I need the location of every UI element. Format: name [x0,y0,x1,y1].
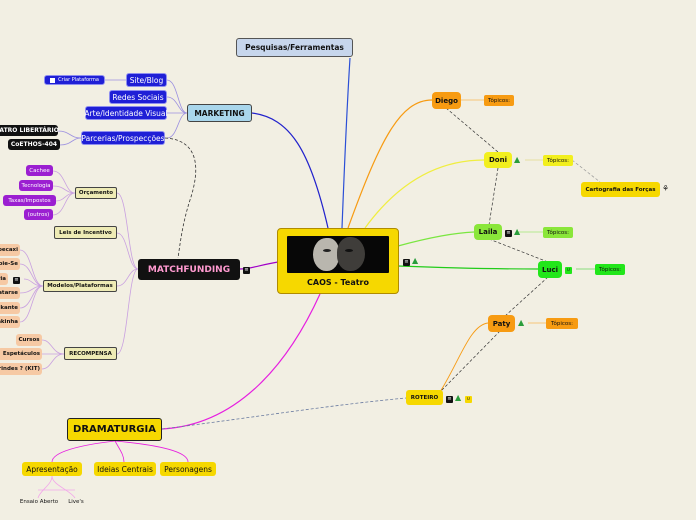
kickante-node[interactable]: Kickante [0,302,20,314]
link-pesquisas [341,57,351,229]
team-icon[interactable]: ⚘ [662,184,670,193]
tecnologia-node[interactable]: Tecnologia [19,180,53,191]
drive-icon[interactable]: ▲ [412,256,419,265]
apoie-se-node[interactable]: Apoie-Se [0,258,20,270]
ensaio-aberto-label: Ensaio Aberto [19,498,59,505]
criar-plataforma-node[interactable]: Criar Plataforma [44,75,105,85]
redes-sociais-node[interactable]: Redes Sociais [109,90,167,104]
diego-node[interactable]: Diego [432,92,461,109]
vakinha-node[interactable]: Vakinha [0,316,20,328]
link-marketing [251,112,329,229]
link-laila [397,231,475,247]
taxas-node[interactable]: Taxas/Impostos [3,195,56,206]
mask-face-left [313,238,339,271]
roteiro-node[interactable]: ROTEIRO [406,390,443,405]
link-luci [397,265,539,270]
cartografia-node[interactable]: Cartografia das Forças [581,182,660,197]
cachee-node[interactable]: Cachee [26,165,53,176]
luci-topicos-tag[interactable]: Tópicos: [595,264,625,275]
mask-face-right [337,237,365,271]
drive-icon[interactable]: ▲ [455,393,462,402]
parcerias-node[interactable]: Parcerias/Prospecções [81,131,165,145]
benfeitoria-node[interactable]: Benfeitoria [0,273,8,285]
notes-icon[interactable]: ≡ [13,277,20,284]
laila-node[interactable]: Laila [474,224,502,240]
doni-node[interactable]: Doni [484,152,512,168]
paty-topicos-tag[interactable]: Tópicos: [546,318,578,329]
cursos-node[interactable]: Cursos [16,334,42,346]
mask-eye [345,249,353,252]
catarse-node[interactable]: Catarse [0,287,20,299]
modelos-node[interactable]: Modelos/Plataformas [43,280,117,292]
doni-topicos-tag[interactable]: Tópicos: [543,155,573,166]
notes-icon[interactable]: ≡ [505,230,512,237]
marketing-node[interactable]: MARKETING [187,104,252,122]
dramaturgia-node[interactable]: DRAMATURGIA [67,418,162,441]
recompensa-node[interactable]: RECOMPENSA [64,347,117,360]
notes-icon[interactable]: ≡ [243,267,250,274]
arte-identidade-node[interactable]: Arte/Identidade Visual [84,106,168,120]
brindes-node[interactable]: Brindes ? (KIT) [0,363,42,375]
ideias-centrais-node[interactable]: Ideias Centrais [94,462,156,476]
site-blog-node[interactable]: Site/Blog [126,73,167,87]
central-node[interactable]: CAOS - Teatro [277,228,399,294]
evoecaxi-node[interactable]: Evoecaxi [0,244,20,256]
notes-icon[interactable]: ≡ [403,259,410,266]
laila-topicos-tag[interactable]: Tópicos: [543,227,573,238]
mask-eye [323,249,331,252]
apresentacao-node[interactable]: Apresentação [22,462,82,476]
pesquisas-node[interactable]: Pesquisas/Ferramentas [236,38,353,57]
diego-topicos-tag[interactable]: Tópicos: [484,95,514,106]
notes-icon[interactable]: ≡ [446,396,453,403]
link-doni [364,159,485,229]
teatro-libertario-node[interactable]: TEATRO LIBERTÁRIO [0,125,59,136]
espetaculos-node[interactable]: Espetáculos [0,348,42,360]
theater-image [287,236,389,273]
outros-node[interactable]: (outros) [24,209,53,220]
link-icon[interactable]: ∪ [565,267,572,274]
link-icon[interactable]: ∪ [465,396,472,403]
matchfunding-node[interactable]: MATCHFUNDING [138,259,240,280]
leis-incentivo-node[interactable]: Leis de Incentivo [54,226,117,239]
drive-icon[interactable]: ▲ [514,227,521,236]
lives-label: Live's [68,498,84,505]
central-title: CAOS - Teatro [307,278,369,287]
link-diego [347,99,433,229]
link-matchfunding [239,261,279,270]
drive-icon[interactable]: ▲ [518,318,525,327]
drive-icon[interactable]: ▲ [514,155,521,164]
checkbox-icon[interactable] [50,77,56,83]
paty-node[interactable]: Paty [488,315,515,332]
orcamento-node[interactable]: Orçamento [75,187,117,199]
link-dramaturgia [161,293,321,430]
coethos-node[interactable]: CoETHOS-404 [8,139,60,150]
luci-node[interactable]: Luci [538,261,562,278]
personagens-node[interactable]: Personagens [160,462,216,476]
